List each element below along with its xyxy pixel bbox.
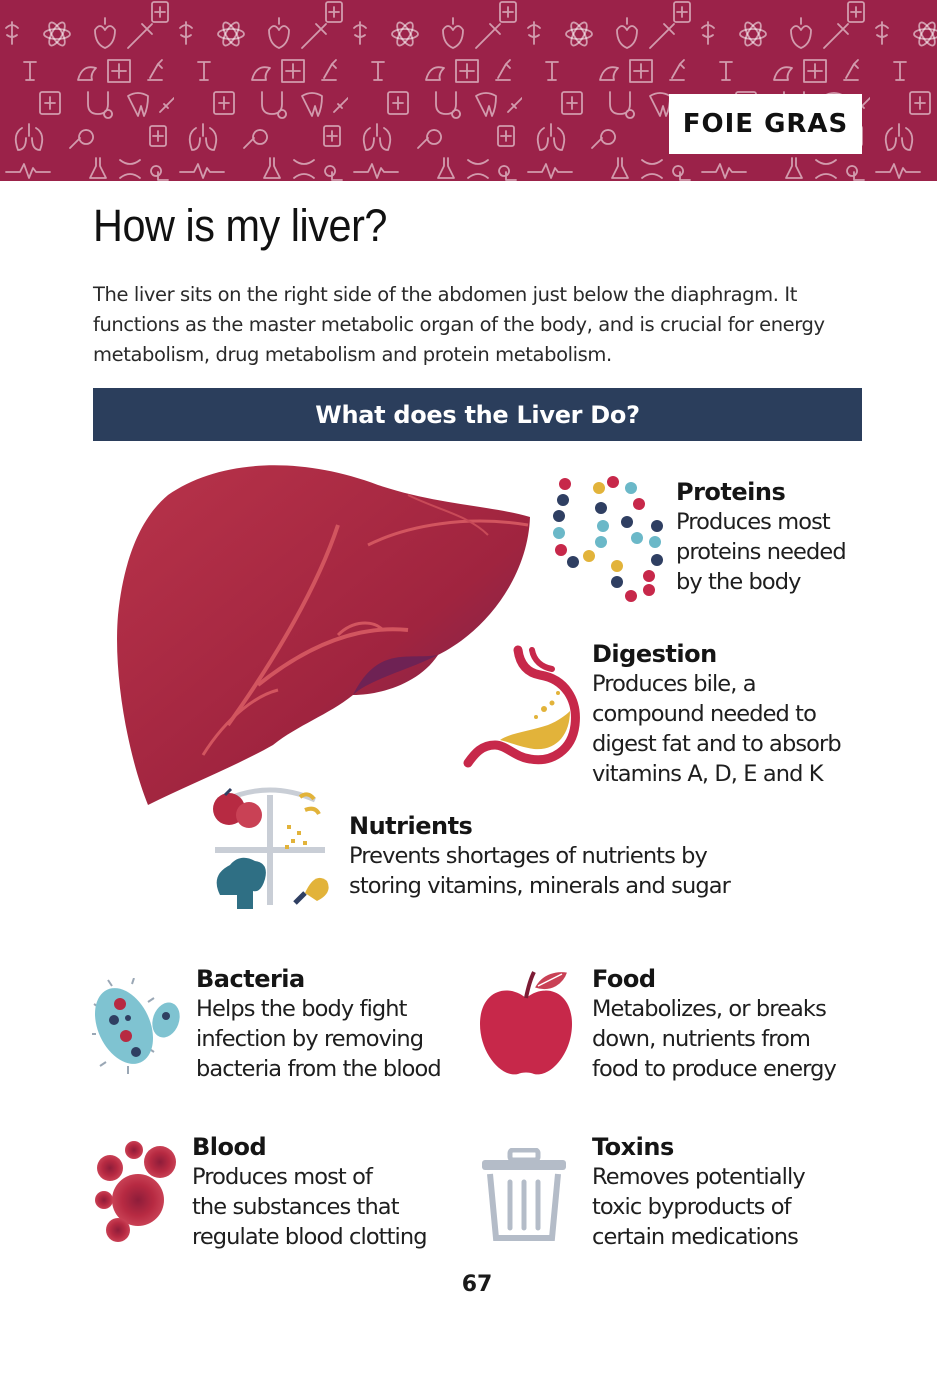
- feature-line: vitamins A, D, E and K: [592, 761, 824, 787]
- feature-line: Removes potentially: [592, 1164, 806, 1190]
- apple-icon: [480, 970, 572, 1075]
- feature-title: Bacteria: [196, 965, 305, 993]
- feature-title: Digestion: [592, 640, 717, 668]
- feature-title: Food: [592, 965, 656, 993]
- feature-proteins: Proteins Produces most proteins needed b…: [676, 477, 847, 597]
- feature-blood: Blood Produces most of the substances th…: [192, 1132, 428, 1252]
- feature-line: certain medications: [592, 1224, 799, 1250]
- feature-line: by the body: [676, 569, 801, 595]
- feature-line: storing vitamins, minerals and sugar: [349, 873, 731, 899]
- blood-cells-icon: [95, 1141, 176, 1242]
- feature-line: digest fat and to absorb: [592, 731, 842, 757]
- feature-line: the substances that: [192, 1194, 400, 1220]
- feature-nutrients: Nutrients Prevents shortages of nutrient…: [349, 811, 731, 901]
- feature-line: Produces bile, a: [592, 671, 757, 697]
- bacteria-icon: [92, 978, 180, 1074]
- feature-line: proteins needed: [676, 539, 847, 565]
- intro-paragraph: The liver sits on the right side of the …: [93, 283, 825, 366]
- page-title: How is my liver?: [93, 200, 387, 251]
- feature-line: food to produce energy: [592, 1056, 837, 1082]
- feature-bacteria: Bacteria Helps the body fight infection …: [196, 964, 442, 1084]
- feature-line: regulate blood clotting: [192, 1224, 428, 1250]
- feature-line: Produces most: [676, 509, 831, 535]
- feature-line: compound needed to: [592, 701, 817, 727]
- section-tag: FOIE GRAS: [669, 94, 862, 154]
- feature-food: Food Metabolizes, or breaks down, nutrie…: [592, 964, 837, 1084]
- feature-toxins: Toxins Removes potentially toxic byprodu…: [592, 1132, 806, 1252]
- food-plate-icon: [213, 787, 329, 909]
- feature-line: bacteria from the blood: [196, 1056, 442, 1082]
- feature-line: Metabolizes, or breaks: [592, 996, 827, 1022]
- feature-line: down, nutrients from: [592, 1026, 811, 1052]
- feature-line: Produces most of: [192, 1164, 373, 1190]
- feature-line: toxic byproducts of: [592, 1194, 791, 1220]
- feature-line: Prevents shortages of nutrients by: [349, 843, 708, 869]
- feature-title: Blood: [192, 1133, 267, 1161]
- amino-acid-chain-icon: [553, 476, 663, 602]
- liver-illustration: [117, 465, 531, 805]
- page-number: 67: [461, 1272, 493, 1297]
- feature-line: infection by removing: [196, 1026, 424, 1052]
- section-header: What does the Liver Do?: [93, 388, 862, 441]
- medical-pattern-banner: FOIE GRAS: [0, 0, 937, 181]
- stomach-icon: [463, 645, 580, 768]
- feature-title: Proteins: [676, 478, 786, 506]
- trash-can-icon: [482, 1148, 566, 1241]
- feature-title: Nutrients: [349, 812, 473, 840]
- feature-digestion: Digestion Produces bile, a compound need…: [592, 639, 842, 789]
- feature-line: Helps the body fight: [196, 996, 407, 1022]
- feature-title: Toxins: [592, 1133, 674, 1161]
